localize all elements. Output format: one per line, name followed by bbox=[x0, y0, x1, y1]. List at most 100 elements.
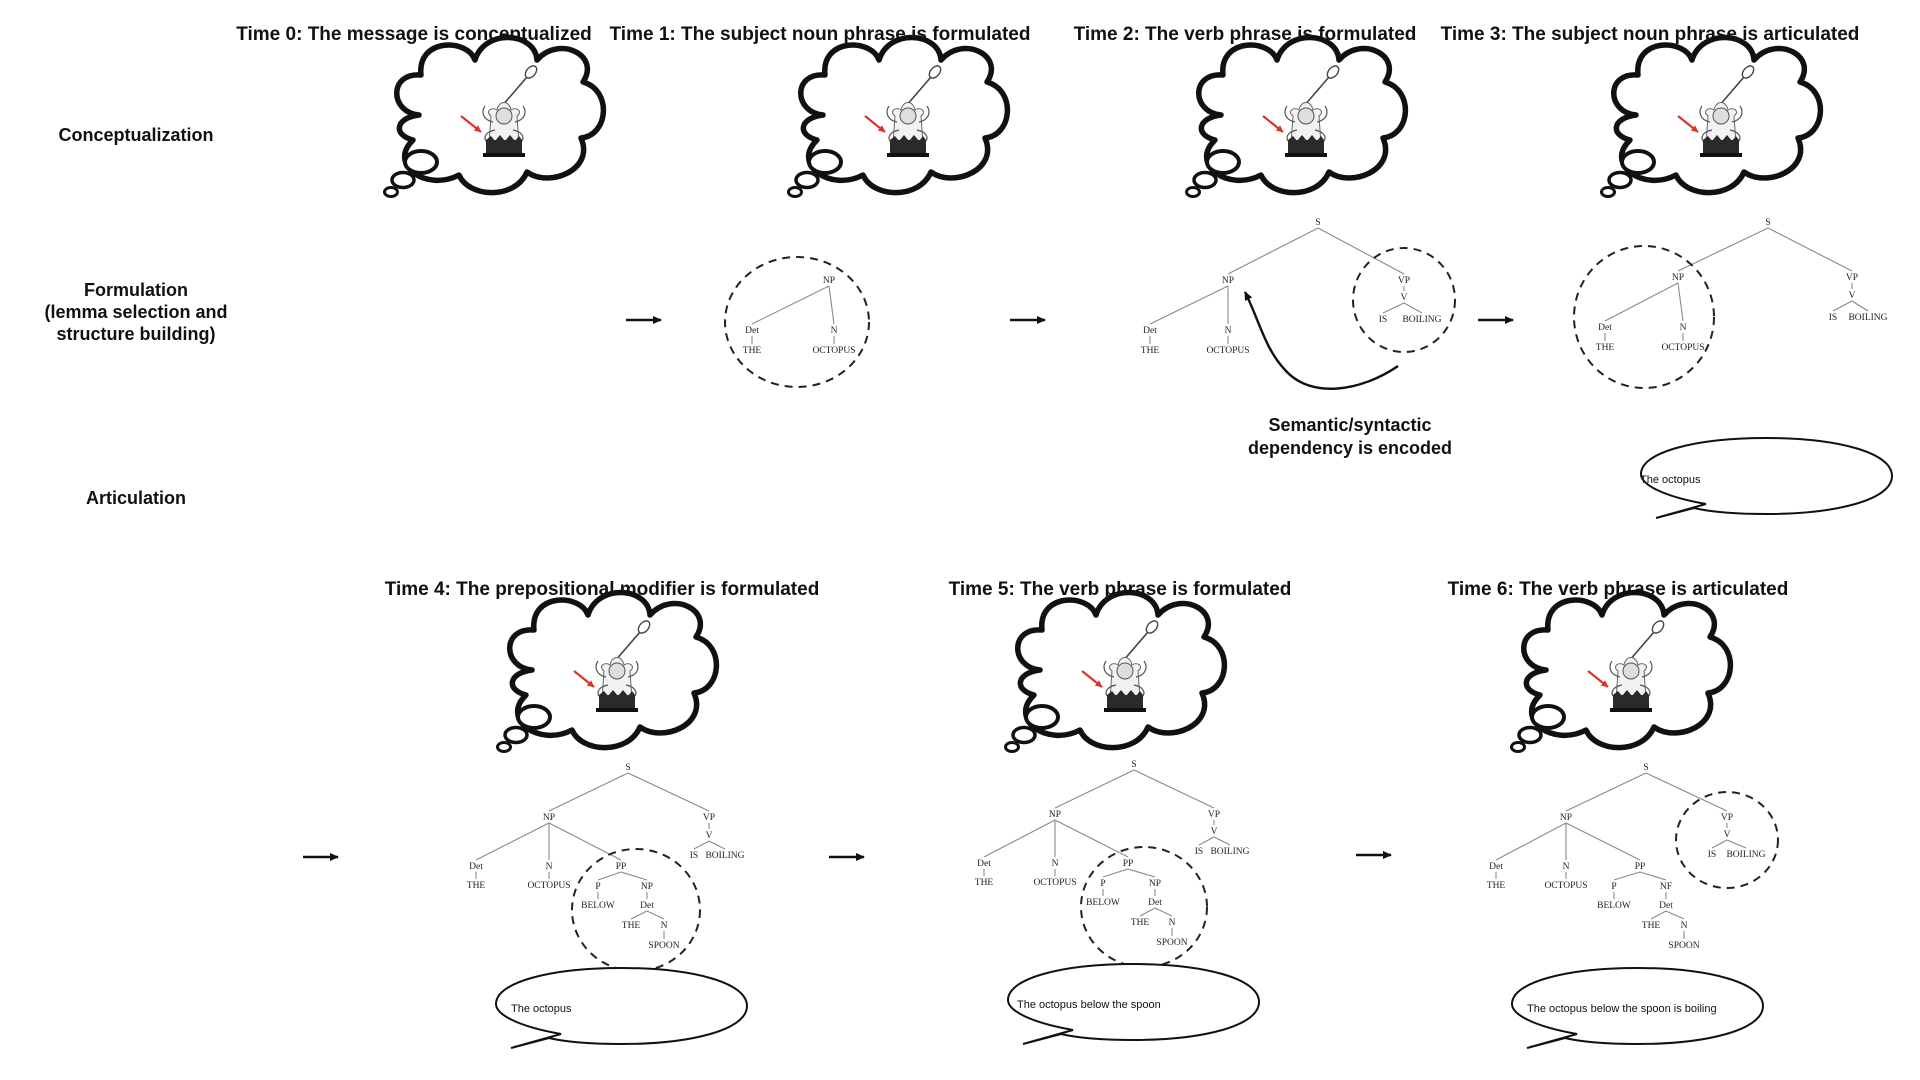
tree-branch bbox=[1639, 871, 1667, 881]
tree-node-nf: NF bbox=[1660, 882, 1672, 892]
tree-node-v: V bbox=[1724, 830, 1731, 840]
tree-node-vp: VP bbox=[1398, 276, 1410, 286]
tree-node-the: THE bbox=[622, 921, 641, 931]
tree-node-det: Det bbox=[1598, 323, 1612, 333]
tree-branch bbox=[1317, 227, 1405, 275]
tree-node-n: N bbox=[546, 862, 553, 872]
tree-node-the: THE bbox=[467, 881, 486, 891]
tree-node-is: IS bbox=[1195, 847, 1203, 857]
speech-text-time-3: The octopus bbox=[1640, 474, 1701, 486]
tree-branch bbox=[1198, 836, 1215, 846]
tree-branch bbox=[620, 871, 648, 881]
tree-node-pp: PP bbox=[616, 862, 627, 872]
panel-title-time-6: Time 6: The verb phrase is articulated bbox=[1448, 579, 1789, 600]
tree-node-pp: PP bbox=[1635, 862, 1646, 872]
tree-branch bbox=[1133, 769, 1215, 809]
tree-branch bbox=[1054, 819, 1129, 858]
tree-node-octopus: OCTOPUS bbox=[812, 346, 855, 356]
tree-branch bbox=[751, 285, 830, 325]
tree-node-boiling: BOILING bbox=[1848, 313, 1887, 323]
row-label-conceptualization: Conceptualization bbox=[58, 125, 213, 145]
tree-node-n: N bbox=[1680, 323, 1687, 333]
tree-branch bbox=[1154, 907, 1173, 917]
thought-cloud-icon bbox=[789, 37, 1008, 196]
tree-node-det: Det bbox=[469, 862, 483, 872]
tree-branch bbox=[1677, 227, 1769, 272]
tree-node-n: N bbox=[1225, 326, 1232, 336]
tree-node-vp: VP bbox=[1208, 810, 1220, 820]
tree-node-spoon: SPOON bbox=[648, 941, 679, 951]
tree-node-vp: VP bbox=[1846, 273, 1858, 283]
dependency-arrow bbox=[1243, 291, 1399, 390]
tree-node-s: S bbox=[1765, 218, 1770, 228]
row-label-formulation-2: (lemma selection and bbox=[44, 302, 227, 322]
tree-node-s: S bbox=[1131, 760, 1136, 770]
tree-branch bbox=[1645, 772, 1728, 812]
tree-node-n: N bbox=[1169, 918, 1176, 928]
tree-node-the: THE bbox=[1487, 881, 1506, 891]
tree-node-the: THE bbox=[975, 878, 994, 888]
tree-node-octopus: OCTOPUS bbox=[527, 881, 570, 891]
tree-branch bbox=[597, 871, 622, 881]
tree-node-np: NP bbox=[543, 813, 555, 823]
tree-node-is: IS bbox=[690, 851, 698, 861]
panel-title-time-3: Time 3: The subject noun phrase is artic… bbox=[1441, 24, 1860, 45]
row-label-formulation-1: Formulation bbox=[84, 280, 188, 300]
tree-node-is: IS bbox=[1829, 313, 1837, 323]
tree-node-det: Det bbox=[1489, 862, 1503, 872]
tree-node-det: Det bbox=[977, 859, 991, 869]
tree-node-np: NP bbox=[823, 276, 835, 286]
tree-branch bbox=[1139, 907, 1156, 917]
thought-cloud-icon bbox=[498, 592, 717, 751]
tree-branch bbox=[1403, 302, 1423, 314]
tree-branch bbox=[1565, 822, 1641, 861]
annotation-line-2: dependency is encoded bbox=[1248, 438, 1452, 458]
tree-node-boiling: BOILING bbox=[705, 851, 744, 861]
tree-node-n: N bbox=[661, 921, 668, 931]
tree-node-below: BELOW bbox=[581, 901, 615, 911]
tree-node-p: P bbox=[595, 882, 600, 892]
tree-branch bbox=[1149, 285, 1229, 325]
tree-node-boiling: BOILING bbox=[1726, 850, 1765, 860]
tree-node-vp: VP bbox=[1721, 813, 1733, 823]
tree-branch bbox=[475, 822, 550, 861]
tree-node-np: NP bbox=[1672, 273, 1684, 283]
tree-branch bbox=[1565, 772, 1647, 812]
tree-node-v: V bbox=[1401, 293, 1408, 303]
tree-node-np: NP bbox=[641, 882, 653, 892]
row-label-articulation: Articulation bbox=[86, 488, 186, 508]
tree-node-n: N bbox=[831, 326, 838, 336]
thought-cloud-icon bbox=[385, 37, 604, 196]
tree-node-octopus: OCTOPUS bbox=[1033, 878, 1076, 888]
tree-branch bbox=[1604, 282, 1679, 322]
tree-node-spoon: SPOON bbox=[1668, 941, 1699, 951]
annotation-line-1: Semantic/syntactic bbox=[1268, 415, 1431, 435]
tree-branch bbox=[708, 840, 726, 850]
panel-title-time-4: Time 4: The prepositional modifier is fo… bbox=[385, 579, 820, 600]
tree-branch bbox=[1213, 836, 1231, 846]
tree-node-det: Det bbox=[1148, 898, 1162, 908]
tree-node-np: NP bbox=[1222, 276, 1234, 286]
tree-node-v: V bbox=[1849, 291, 1856, 301]
tree-branch bbox=[1227, 227, 1319, 275]
tree-node-the: THE bbox=[1141, 346, 1160, 356]
tree-branch bbox=[1127, 868, 1156, 878]
tree-branch bbox=[1726, 839, 1747, 849]
tree-node-the: THE bbox=[1642, 921, 1661, 931]
tree-node-det: Det bbox=[640, 901, 654, 911]
tree-node-below: BELOW bbox=[1597, 901, 1631, 911]
tree-branch bbox=[1851, 300, 1869, 312]
thought-cloud-icon bbox=[1602, 37, 1821, 196]
tree-node-the: THE bbox=[1131, 918, 1150, 928]
focus-circle-pp bbox=[1080, 846, 1208, 968]
tree-branch bbox=[1495, 822, 1567, 861]
tree-branch bbox=[627, 772, 710, 812]
speech-text-time-6: The octopus below the spoon is boiling bbox=[1527, 1003, 1717, 1015]
tree-branch bbox=[1665, 910, 1685, 920]
tree-branch bbox=[1767, 227, 1853, 272]
tree-node-det: Det bbox=[745, 326, 759, 336]
row-label-formulation-3: structure building) bbox=[57, 324, 216, 344]
